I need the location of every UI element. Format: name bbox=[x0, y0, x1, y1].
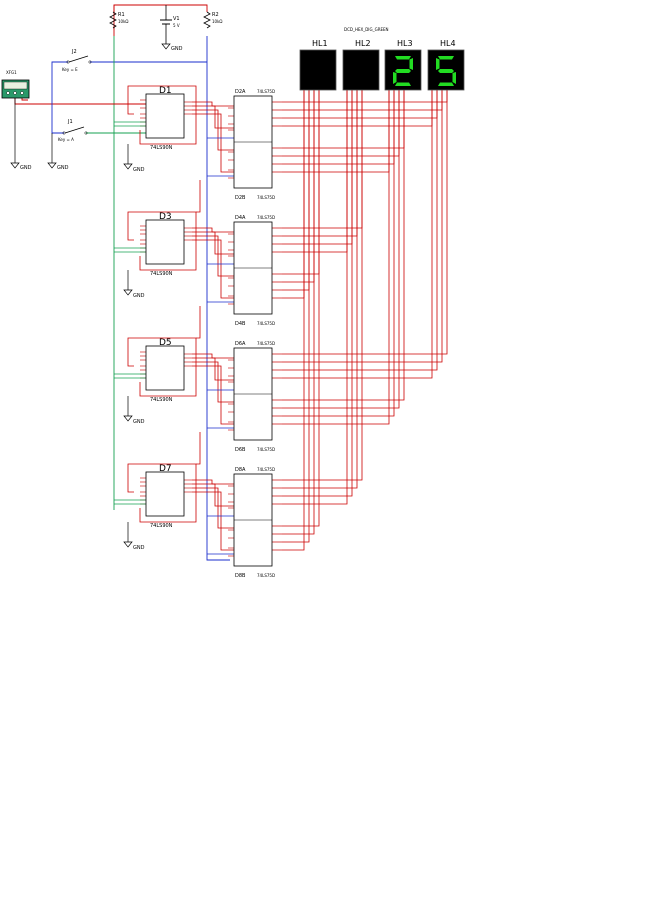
resistor-r1[interactable]: R1 10kΩ bbox=[109, 11, 128, 29]
svg-text:GND: GND bbox=[133, 293, 145, 299]
svg-text:GND: GND bbox=[20, 165, 32, 171]
counter-d5-ref: D5 bbox=[159, 338, 172, 348]
decoder-d8-top-ref: D8A bbox=[235, 467, 246, 473]
switch-j2-key: Key = E bbox=[62, 67, 78, 72]
display-hl3-ref: HL3 bbox=[397, 39, 413, 48]
svg-text:GND: GND bbox=[133, 419, 145, 425]
decoder-d6-top-ref: D6A bbox=[235, 341, 246, 347]
decoder-d2-top-part: 74LS75D bbox=[257, 89, 275, 94]
decoder-d2-bottom-part: 74LS75D bbox=[257, 195, 275, 200]
decoder-d8-bottom-ref: D8B bbox=[235, 573, 246, 579]
resistor-r1-value: 10kΩ bbox=[118, 19, 128, 24]
display-hl4-ref: HL4 bbox=[440, 39, 456, 48]
switch-j1-key: Key = A bbox=[58, 137, 74, 142]
resistor-r2-ref: R2 bbox=[212, 12, 219, 18]
decoder-d6[interactable]: D6A 74LS75D D6B 74LS75D bbox=[233, 341, 275, 453]
decoder-d2-bottom-ref: D2B bbox=[235, 195, 246, 201]
decoder-d8-bottom-part: 74LS75D bbox=[257, 573, 275, 578]
decoder-d8-top-part: 74LS75D bbox=[257, 467, 275, 472]
probe-xfg1[interactable]: XFG1 bbox=[1, 70, 30, 99]
counter-d7-ref: D7 bbox=[159, 464, 172, 474]
resistor-r2-value: 10kΩ bbox=[212, 19, 222, 24]
counter-d3[interactable]: D3 74LS90N bbox=[145, 212, 185, 277]
counter-d5[interactable]: D5 74LS90N bbox=[145, 338, 185, 403]
switch-j1[interactable]: J1 Key = A bbox=[58, 119, 88, 142]
counter-d5-part: 74LS90N bbox=[150, 397, 173, 403]
switch-j2[interactable]: J2 Key = E bbox=[62, 49, 92, 72]
probe-ref: XFG1 bbox=[6, 70, 17, 75]
decoder-d4[interactable]: D4A 74LS75D D4B 74LS75D bbox=[233, 215, 275, 327]
display-hl1-ref: HL1 bbox=[312, 39, 328, 48]
voltage-source-value: 5 V bbox=[173, 23, 180, 28]
decoder-d4-top-part: 74LS75D bbox=[257, 215, 275, 220]
counter-d7-part: 74LS90N bbox=[150, 523, 173, 529]
decoder-d4-bottom-ref: D4B bbox=[235, 321, 246, 327]
display-hl4-digit bbox=[436, 56, 456, 86]
svg-text:GND: GND bbox=[133, 545, 145, 551]
ground-symbol-v1: GND bbox=[161, 43, 183, 52]
counter-d3-part: 74LS90N bbox=[150, 271, 173, 277]
decoder-d2[interactable]: D2A 74LS75D D2B 74LS75D bbox=[233, 89, 275, 201]
resistor-r2[interactable]: R2 10kΩ bbox=[203, 11, 222, 29]
resistor-r1-ref: R1 bbox=[118, 12, 125, 18]
svg-text:GND: GND bbox=[171, 46, 183, 52]
display-hl2-ref: HL2 bbox=[355, 39, 371, 48]
decoder-d4-bottom-part: 74LS75D bbox=[257, 321, 275, 326]
voltage-source-v1[interactable]: V1 5 V bbox=[160, 5, 180, 44]
decoder-d6-bottom-ref: D6B bbox=[235, 447, 246, 453]
switch-j2-ref: J2 bbox=[71, 49, 77, 55]
display-hl3-digit bbox=[393, 56, 413, 86]
decoder-d8[interactable]: D8A 74LS75D D8B 74LS75D bbox=[233, 467, 275, 579]
switch-j1-ref: J1 bbox=[67, 119, 73, 125]
decoder-d6-bottom-part: 74LS75D bbox=[257, 447, 275, 452]
counter-d1-ref: D1 bbox=[159, 86, 172, 96]
decoder-d4-top-ref: D4A bbox=[235, 215, 246, 221]
display-hl3[interactable]: HL3 bbox=[384, 39, 422, 91]
display-hl4[interactable]: HL4 bbox=[427, 39, 465, 91]
svg-text:GND: GND bbox=[57, 165, 69, 171]
decoder-d6-top-part: 74LS75D bbox=[257, 341, 275, 346]
ground-symbol-switch: GND bbox=[47, 133, 69, 171]
svg-text:GND: GND bbox=[133, 167, 145, 173]
decoder-d2-top-ref: D2A bbox=[235, 89, 246, 95]
display-hl1[interactable]: HL1 bbox=[299, 39, 337, 91]
wires: GND GND GND GND bbox=[14, 4, 448, 561]
counter-d1[interactable]: D1 74LS90N bbox=[145, 86, 185, 151]
display-header: DCD_HEX_DIG_GREEN bbox=[344, 27, 389, 32]
ground-symbol-probe: GND bbox=[10, 98, 32, 171]
counter-d1-part: 74LS90N bbox=[150, 145, 173, 151]
display-hl2[interactable]: HL2 bbox=[342, 39, 380, 91]
counter-d3-ref: D3 bbox=[159, 212, 172, 222]
counter-d7[interactable]: D7 74LS90N bbox=[145, 464, 185, 529]
voltage-source-ref: V1 bbox=[173, 16, 180, 22]
